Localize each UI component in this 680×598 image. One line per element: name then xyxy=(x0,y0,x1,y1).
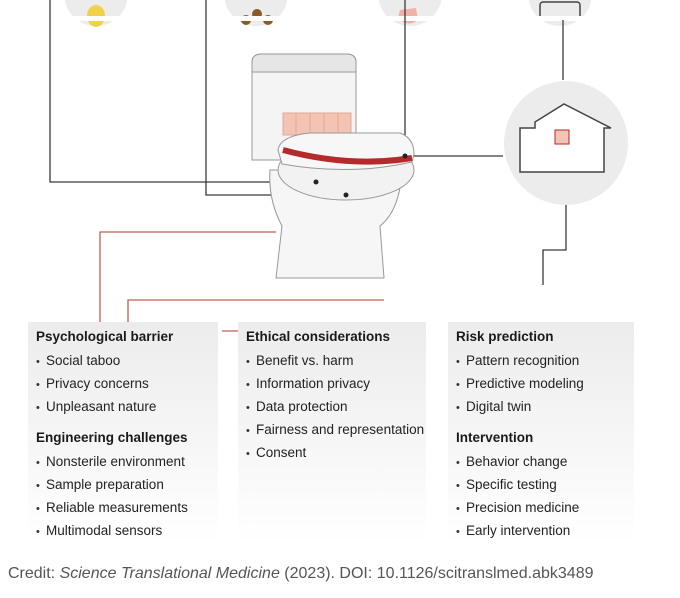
panel-outcomes-content: Risk predictionPattern recognitionPredic… xyxy=(448,322,634,543)
section-list: Nonsterile environmentSample preparation… xyxy=(36,451,210,544)
list-item: Precision medicine xyxy=(456,497,626,520)
toilet xyxy=(251,53,415,279)
list-item: Nonsterile environment xyxy=(36,451,210,474)
urine-icon-circle xyxy=(64,0,128,27)
panel-ethics: Ethical considerationsBenefit vs. harmIn… xyxy=(238,322,426,544)
list-item: Multimodal sensors xyxy=(36,520,210,543)
toilet-diagram xyxy=(49,0,628,332)
list-item: Specific testing xyxy=(456,474,626,497)
section-heading: Engineering challenges xyxy=(36,430,188,445)
list-item: Behavior change xyxy=(456,451,626,474)
list-item: Social taboo xyxy=(36,350,210,373)
credit-suffix: (2023). DOI: 10.1126/scitranslmed.abk348… xyxy=(279,565,594,582)
panel-challenges-content: Psychological barrierSocial tabooPrivacy… xyxy=(28,322,218,544)
list-item: Benefit vs. harm xyxy=(246,350,418,373)
credit-journal: Science Translational Medicine xyxy=(59,565,280,582)
panel-outcomes: Risk predictionPattern recognitionPredic… xyxy=(448,322,634,544)
section-heading: Intervention xyxy=(456,430,534,445)
list-item: Reliable measurements xyxy=(36,497,210,520)
list-item: Pattern recognition xyxy=(456,350,626,373)
list-item: Digital twin xyxy=(456,396,626,419)
section-list: Behavior changeSpecific testingPrecision… xyxy=(456,451,626,543)
list-item: Privacy concerns xyxy=(36,373,210,396)
home-icon-circle xyxy=(504,81,628,205)
skin-icon-circle xyxy=(378,0,442,26)
list-item: Predictive modeling xyxy=(456,373,626,396)
list-item: Data protection xyxy=(246,396,418,419)
section-list: Pattern recognitionPredictive modelingDi… xyxy=(456,350,626,419)
credit-prefix: Credit: xyxy=(8,565,60,582)
panel-challenges: Psychological barrierSocial tabooPrivacy… xyxy=(28,322,218,544)
list-item: Early intervention xyxy=(456,520,626,543)
section-heading: Psychological barrier xyxy=(36,329,174,344)
red-connector-lines xyxy=(99,231,384,332)
list-item: Sample preparation xyxy=(36,474,210,497)
device-icon-circle xyxy=(528,0,592,26)
list-item: Fairness and representation xyxy=(246,419,424,442)
credit-line: Credit: Science Translational Medicine (… xyxy=(8,565,594,583)
list-item: Information privacy xyxy=(246,373,418,396)
section-list: Benefit vs. harmInformation privacyData … xyxy=(246,350,424,465)
list-item: Consent xyxy=(246,442,418,465)
stool-icon-circle xyxy=(224,0,288,26)
section-heading: Ethical considerations xyxy=(246,329,391,344)
list-item: System integration xyxy=(36,543,210,544)
section-heading: Risk prediction xyxy=(456,329,554,344)
panel-ethics-content: Ethical considerationsBenefit vs. harmIn… xyxy=(238,322,426,465)
list-item: Unpleasant nature xyxy=(36,396,210,419)
figure: Psychological barrierSocial tabooPrivacy… xyxy=(0,0,680,560)
section-list: Social tabooPrivacy concernsUnpleasant n… xyxy=(36,350,210,419)
